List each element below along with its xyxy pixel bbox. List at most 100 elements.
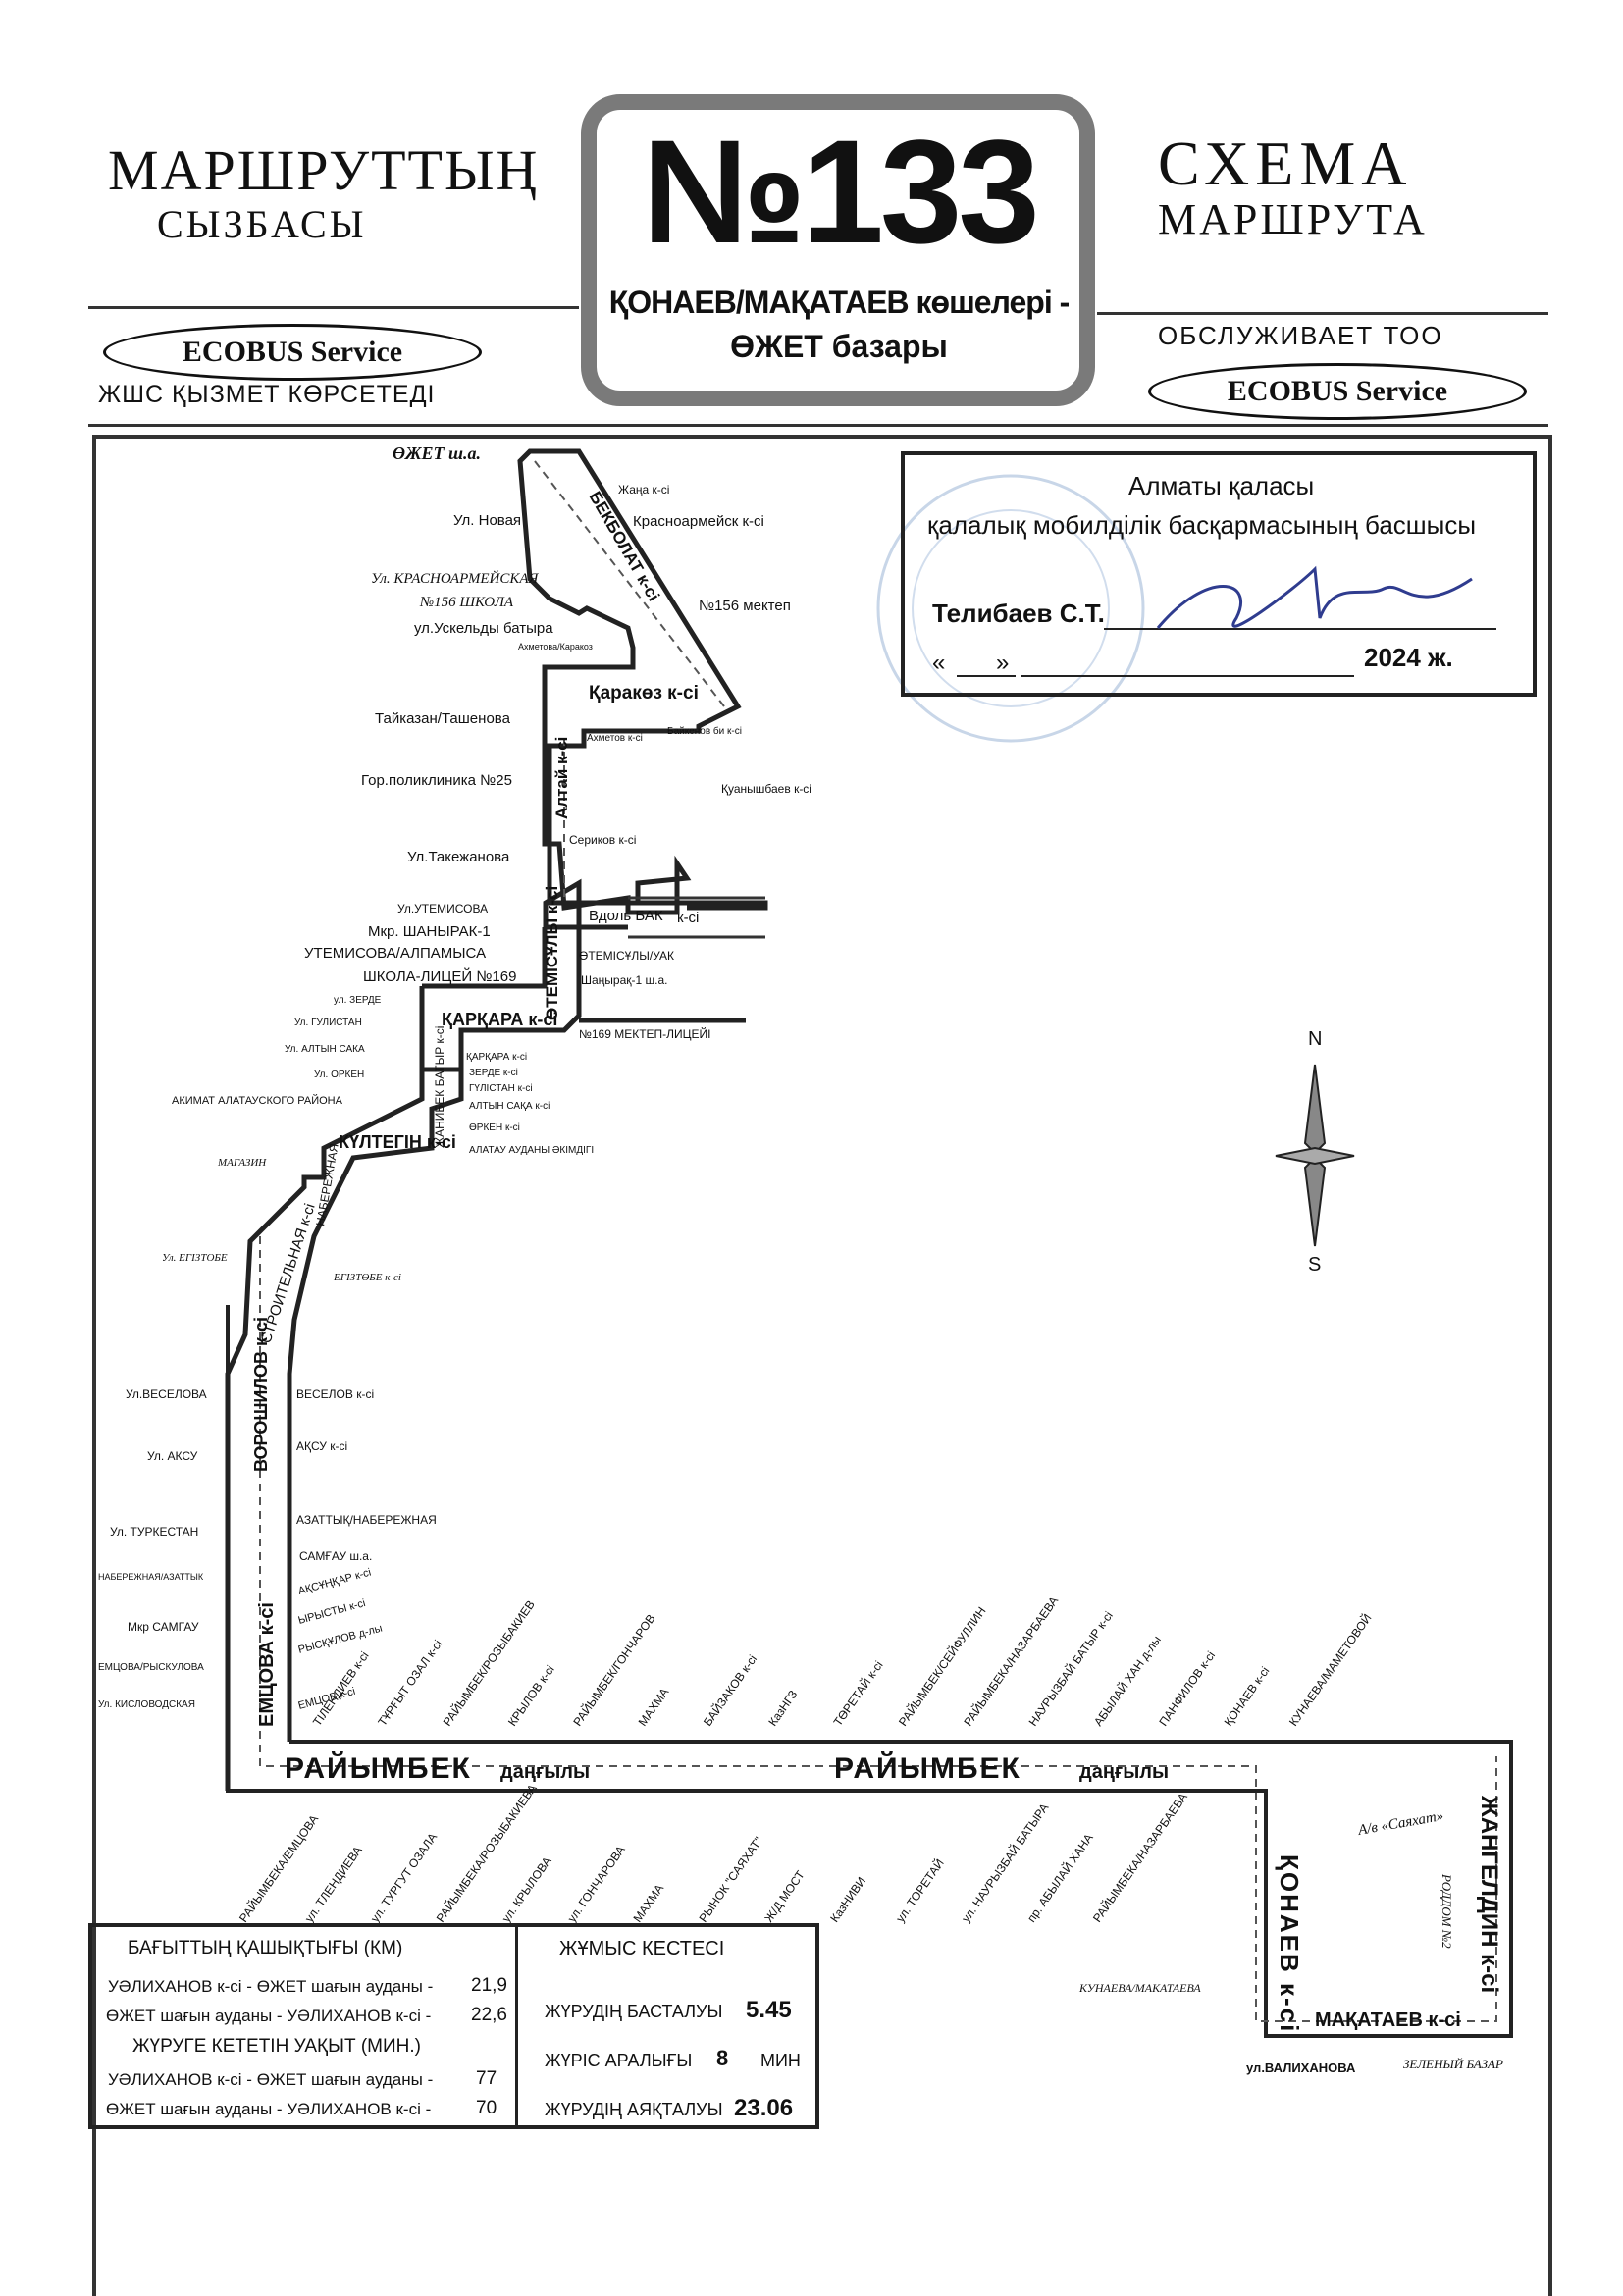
label-samgau-sha: САМҒАУ ш.а. (299, 1549, 372, 1563)
operator-left-oval: ECOBUS Service (103, 324, 482, 381)
label-gulistan: Ул. ГУЛИСТАН (294, 1018, 362, 1028)
time-row-1-value: 77 (476, 2068, 497, 2089)
map-frame (92, 435, 1552, 2296)
raiymbek-top-stop: КУНАЕВА/МАМЕТОВОЙ (1285, 1611, 1374, 1729)
raiymbek-bottom-stop: ул. КРЫЛОВА (499, 1854, 554, 1925)
raiymbek-bottom-stop: РЫНОК "САЯХАТ" (696, 1834, 765, 1924)
label-alatau-akim: АЛАТАУ АУДАНЫ ӘКІМДІГІ (469, 1145, 594, 1156)
label-aksu: Ул. АКСУ (147, 1449, 198, 1463)
label-utemisova-alpamysa: УТЕМИСОВА/АЛПАМЫСА (304, 945, 486, 962)
signature-line (1104, 628, 1496, 630)
route-line (225, 448, 768, 1791)
raiymbek-top-stop: ТӨРЕТАЙ к-сі (830, 1658, 886, 1729)
approval-line1: Алматы қаласы (1128, 471, 1315, 500)
raiymbek-top-stop: КазНГЗ (765, 1688, 800, 1729)
street-voroshilov: ВОРОШИЛОВ к-сі (251, 1317, 271, 1472)
label-akhmetov: Ахметов к-сі (587, 733, 643, 744)
header-right-line2: МАРШРУТА (1158, 195, 1428, 243)
label-egiztobe: Ул. ЕГІЗТОБЕ (162, 1252, 228, 1264)
stats-box (88, 1923, 819, 2129)
header-left-line1: МАРШРУТТЫҢ (108, 138, 540, 202)
time-title: ЖҮРУГЕ КЕТЕТІН УАҚЫТ (МИН.) (132, 2036, 421, 2057)
raiymbek-avenue (226, 1305, 1513, 2038)
side-streets (628, 896, 765, 939)
divider-right (1097, 312, 1548, 315)
date-open: « (932, 650, 946, 676)
label-takezhanova: Ул.Такежанова (407, 849, 510, 865)
schedule-end-label: ЖҮРУДІҢ АЯҚТАЛУЫ (545, 2100, 723, 2119)
operator-left-caption: ЖШС ҚЫЗМЕТ КӨРСЕТЕДІ (98, 381, 436, 408)
label-krasnoarmeisk: Красноармейск к-сі (633, 513, 764, 530)
street-bekbolat: БЕКБОЛАТ к-сі (586, 489, 663, 604)
street-zhanibek: ЖАНИБЕК БАТЫР к-сі (433, 1026, 446, 1148)
distance-row-1-value: 21,9 (471, 1975, 507, 1996)
label-shkola169: ШКОЛА-ЛИЦЕЙ №169 (363, 967, 516, 985)
raiymbek-bottom-stop: ул. ТОРЕТАЙ (892, 1856, 946, 1925)
label-samgau: Мкр САМГАУ (128, 1620, 199, 1634)
raiymbek-top-stop: КРЫЛОВ к-сі (505, 1663, 557, 1729)
label-altyn-saka-ksi: АЛТЫН САҚА к-сі (469, 1101, 550, 1112)
schedule-interval-value: 8 (716, 2046, 729, 2070)
compass-north: N (1308, 1028, 1322, 1050)
label-serikov: Сериков к-сі (569, 833, 636, 847)
raiymbek-top-stop: АБЫЛАЙ ХАН д-лы (1090, 1633, 1164, 1729)
label-magazin: МАГАЗИН (217, 1157, 267, 1169)
street-karakoz: Қаракөз к-сі (589, 683, 699, 704)
label-naberezh-azat: НАБЕРЕЖНАЯ/АЗАТТЫК (98, 1572, 204, 1582)
label-kunaeva-makataeva: КУНАЕВА/МАКАТАЕВА (1078, 1981, 1201, 1995)
header-left-line2: СЫЗБАСЫ (157, 202, 367, 246)
divider-left (88, 306, 579, 309)
date-day-line (957, 675, 1016, 677)
signature (1156, 565, 1473, 629)
time-row-1-label: УӘЛИХАНОВ к-сі - ӨЖЕТ шағын ауданы - (108, 2070, 434, 2089)
label-veselova: Ул.ВЕСЕЛОВА (126, 1387, 207, 1401)
label-otemisuly-uak: ӨТЕМІСҰЛЫ/УАК (579, 949, 674, 963)
date-month-line (1021, 675, 1354, 677)
label-shanyrak1-sha: Шаңырақ-1 ш.а. (581, 973, 668, 987)
raiymbek-bottom-stop: ул. ГОНЧАРОВА (565, 1843, 628, 1924)
label-krasnoarm-ul: Ул. КРАСНОАРМЕЙСКАЯ (371, 570, 540, 587)
label-orken: Ул. ОРКЕН (314, 1070, 364, 1080)
divider-main (88, 424, 1548, 427)
street-raiymbek-2: РАЙЫМБЕК (834, 1751, 1021, 1785)
label-valikhanova: ул.ВАЛИХАНОВА (1246, 2061, 1356, 2075)
operator-right-oval: ECOBUS Service (1148, 363, 1527, 420)
street-raiymbek-1: РАЙЫМБЕК (285, 1751, 472, 1785)
date-year: 2024 ж. (1364, 643, 1453, 672)
raiymbek-bottom-stop: пр. АБЫЛАЙ ХАНА (1023, 1831, 1096, 1925)
street-karkara: ҚАРҚАРА к-сі (442, 1010, 557, 1029)
raiymbek-top-stop: БАЙЗАКОВ к-сі (700, 1652, 759, 1729)
schedule-end-value: 23.06 (734, 2095, 794, 2121)
street-otemisuly: ӨТЕМІСҰЛЫ к-сі (543, 886, 561, 1020)
time-row-2-label: ӨЖЕТ шағын ауданы - УӘЛИХАНОВ к-сі - (106, 2100, 432, 2118)
label-yrysty: ЫРЫСТЫ к-сі (297, 1597, 367, 1627)
label-ryskulov: РЫСҚҰЛОВ д-лы (297, 1622, 384, 1655)
raiymbek-bottom-stop: ул. ТЛЕНДИЕВА (302, 1844, 365, 1925)
street-dangyly-2: даңғылы (1079, 1761, 1169, 1783)
label-gulistan-ksi: ГҮЛІСТАН к-сі (469, 1083, 533, 1094)
label-azattyk: АЗАТТЫҚ/НАБЕРЕЖНАЯ (296, 1513, 437, 1527)
date-close: » (996, 650, 1010, 676)
raiymbek-top-stop: МАХМА (636, 1686, 672, 1729)
label-taikazan: Тайказан/Ташенова (375, 710, 511, 727)
label-zhana: Жаңа к-сі (618, 483, 669, 496)
schedule-interval-unit: МИН (760, 2051, 801, 2070)
label-zerde-ksi: ЗЕРДЕ к-сі (469, 1068, 518, 1078)
header-right-line1: СХЕМА (1158, 129, 1413, 198)
operator-right-caption: ОБСЛУЖИВАЕТ ТОО (1158, 321, 1443, 350)
street-kultegin: КҮЛТЕГІН к-сі (339, 1132, 456, 1152)
label-mektep169: №169 МЕКТЕП-ЛИЦЕЙІ (579, 1026, 711, 1041)
raiymbek-bottom-stop: РАЙЫМБЕКА/НАЗАРБАЕВА (1089, 1790, 1190, 1925)
label-zerde: ул. ЗЕРДЕ (334, 995, 382, 1006)
label-kislovodskaya: Ул. КИСЛОВОДСКАЯ (98, 1699, 195, 1710)
label-baikenov: Байкенов би к-сі (667, 725, 742, 737)
label-sayahat: А/в «Саяхат» (1356, 1808, 1444, 1839)
label-novaya: Ул. Новая (453, 512, 521, 529)
label-aksunkar: АҚСҰҢҚАР к-сі (297, 1567, 373, 1597)
raiymbek-bottom-stop: МАХМА (631, 1882, 667, 1925)
label-roddom: РОДДОМ №2 (1440, 1873, 1454, 1949)
schedule-start-value: 5.45 (746, 1997, 792, 2023)
raiymbek-top-stop: ҚОНАЕВ к-сі (1222, 1664, 1273, 1729)
